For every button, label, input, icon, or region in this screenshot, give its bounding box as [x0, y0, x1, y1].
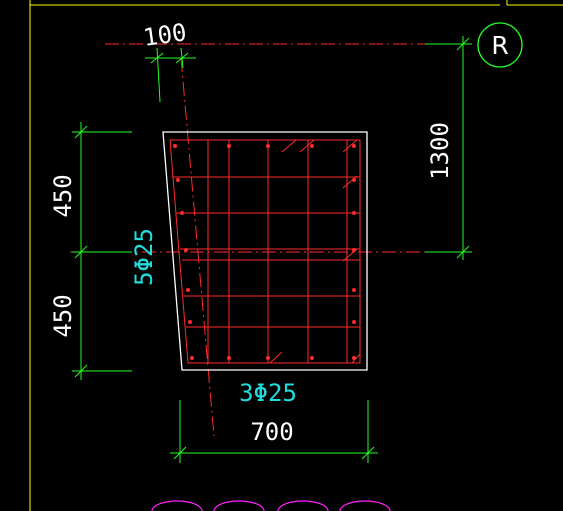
dim-top-offset: 100 [141, 18, 188, 52]
dim-left-lower: 450 [49, 294, 77, 337]
column-outline[interactable] [162, 131, 368, 371]
slanted-axis-line [180, 57, 215, 437]
bubble-1 [151, 500, 203, 511]
dim-bottom-width: 700 [250, 418, 293, 446]
axis-bubble-circle [477, 22, 523, 68]
drawing-frame [29, 0, 563, 511]
bubble-4 [339, 500, 391, 511]
dim-left-upper: 450 [49, 174, 77, 217]
bubble-2 [213, 500, 265, 511]
axis-bubble-label: R [491, 31, 508, 60]
bubble-3 [277, 500, 329, 511]
dim-right-offset: 1300 [426, 122, 454, 180]
bottom-bubble-row [151, 500, 391, 511]
rebar-grid [169, 139, 361, 364]
rebar-label-left: 5Φ25 [130, 228, 158, 286]
rebar-label-bottom: 3Φ25 [239, 379, 297, 407]
outer-stirrup [169, 139, 361, 364]
centerlines [70, 43, 472, 437]
rebar-bars [173, 144, 356, 360]
axis-bubble-r[interactable]: R [477, 22, 523, 68]
dimension-lines [72, 36, 472, 463]
